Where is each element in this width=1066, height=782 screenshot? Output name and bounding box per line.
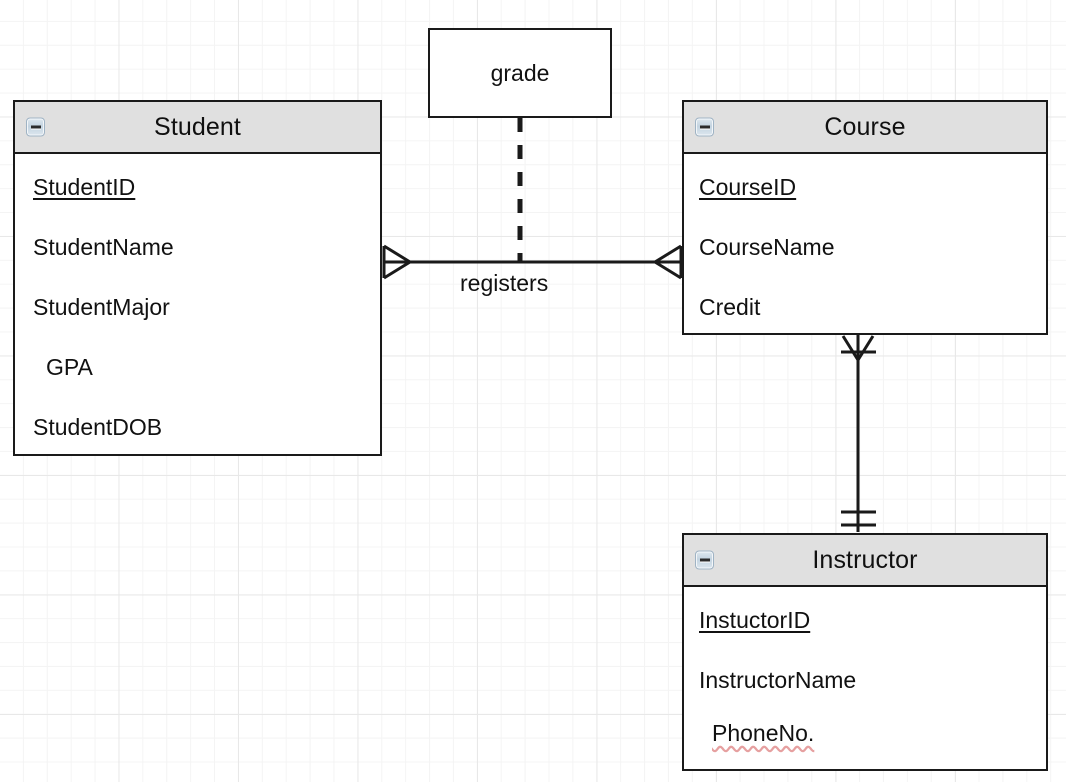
attribute-row[interactable]: StudentID bbox=[33, 174, 136, 200]
attribute-row[interactable]: InstuctorID bbox=[699, 607, 811, 633]
edge-label-registers: registers bbox=[460, 270, 549, 296]
minus-glyph bbox=[30, 125, 41, 129]
relationship-box-label: grade bbox=[490, 59, 550, 86]
entity-course[interactable]: Course CourseID CourseName Credit bbox=[682, 100, 1048, 335]
minus-glyph bbox=[699, 558, 710, 562]
cardinality-instructor-one bbox=[841, 510, 876, 527]
crowsfoot-student-many bbox=[382, 244, 411, 280]
attribute-row[interactable]: PhoneNo. bbox=[712, 720, 815, 746]
attribute-row[interactable]: StudentDOB bbox=[33, 414, 163, 440]
attribute-row[interactable]: CourseID bbox=[699, 174, 797, 200]
crowsfoot-course-bottom-many bbox=[841, 335, 876, 361]
attribute-row[interactable]: StudentName bbox=[33, 234, 174, 260]
entity-instructor-header[interactable]: Instructor bbox=[684, 535, 1046, 587]
attribute-row[interactable]: Credit bbox=[699, 294, 761, 320]
attribute-row[interactable]: StudentMajor bbox=[33, 294, 170, 320]
entity-course-title: Course bbox=[824, 112, 906, 141]
attribute-row[interactable]: InstructorName bbox=[699, 667, 857, 693]
minus-box-icon[interactable] bbox=[695, 550, 714, 570]
relationship-box-grade[interactable]: grade bbox=[428, 28, 612, 118]
entity-student[interactable]: Student StudentID StudentName StudentMaj… bbox=[13, 100, 382, 456]
minus-box-icon[interactable] bbox=[26, 117, 45, 137]
attribute-row[interactable]: GPA bbox=[46, 354, 93, 380]
entity-instructor-title: Instructor bbox=[812, 545, 918, 574]
minus-box-icon[interactable] bbox=[695, 117, 714, 137]
entity-student-header[interactable]: Student bbox=[15, 102, 380, 154]
entity-student-title: Student bbox=[154, 112, 241, 141]
entity-instructor[interactable]: Instructor InstuctorID InstructorName Ph… bbox=[682, 533, 1048, 771]
crowsfoot-course-many bbox=[654, 244, 683, 280]
attribute-row[interactable]: CourseName bbox=[699, 234, 835, 260]
entity-course-header[interactable]: Course bbox=[684, 102, 1046, 154]
minus-glyph bbox=[699, 125, 710, 129]
